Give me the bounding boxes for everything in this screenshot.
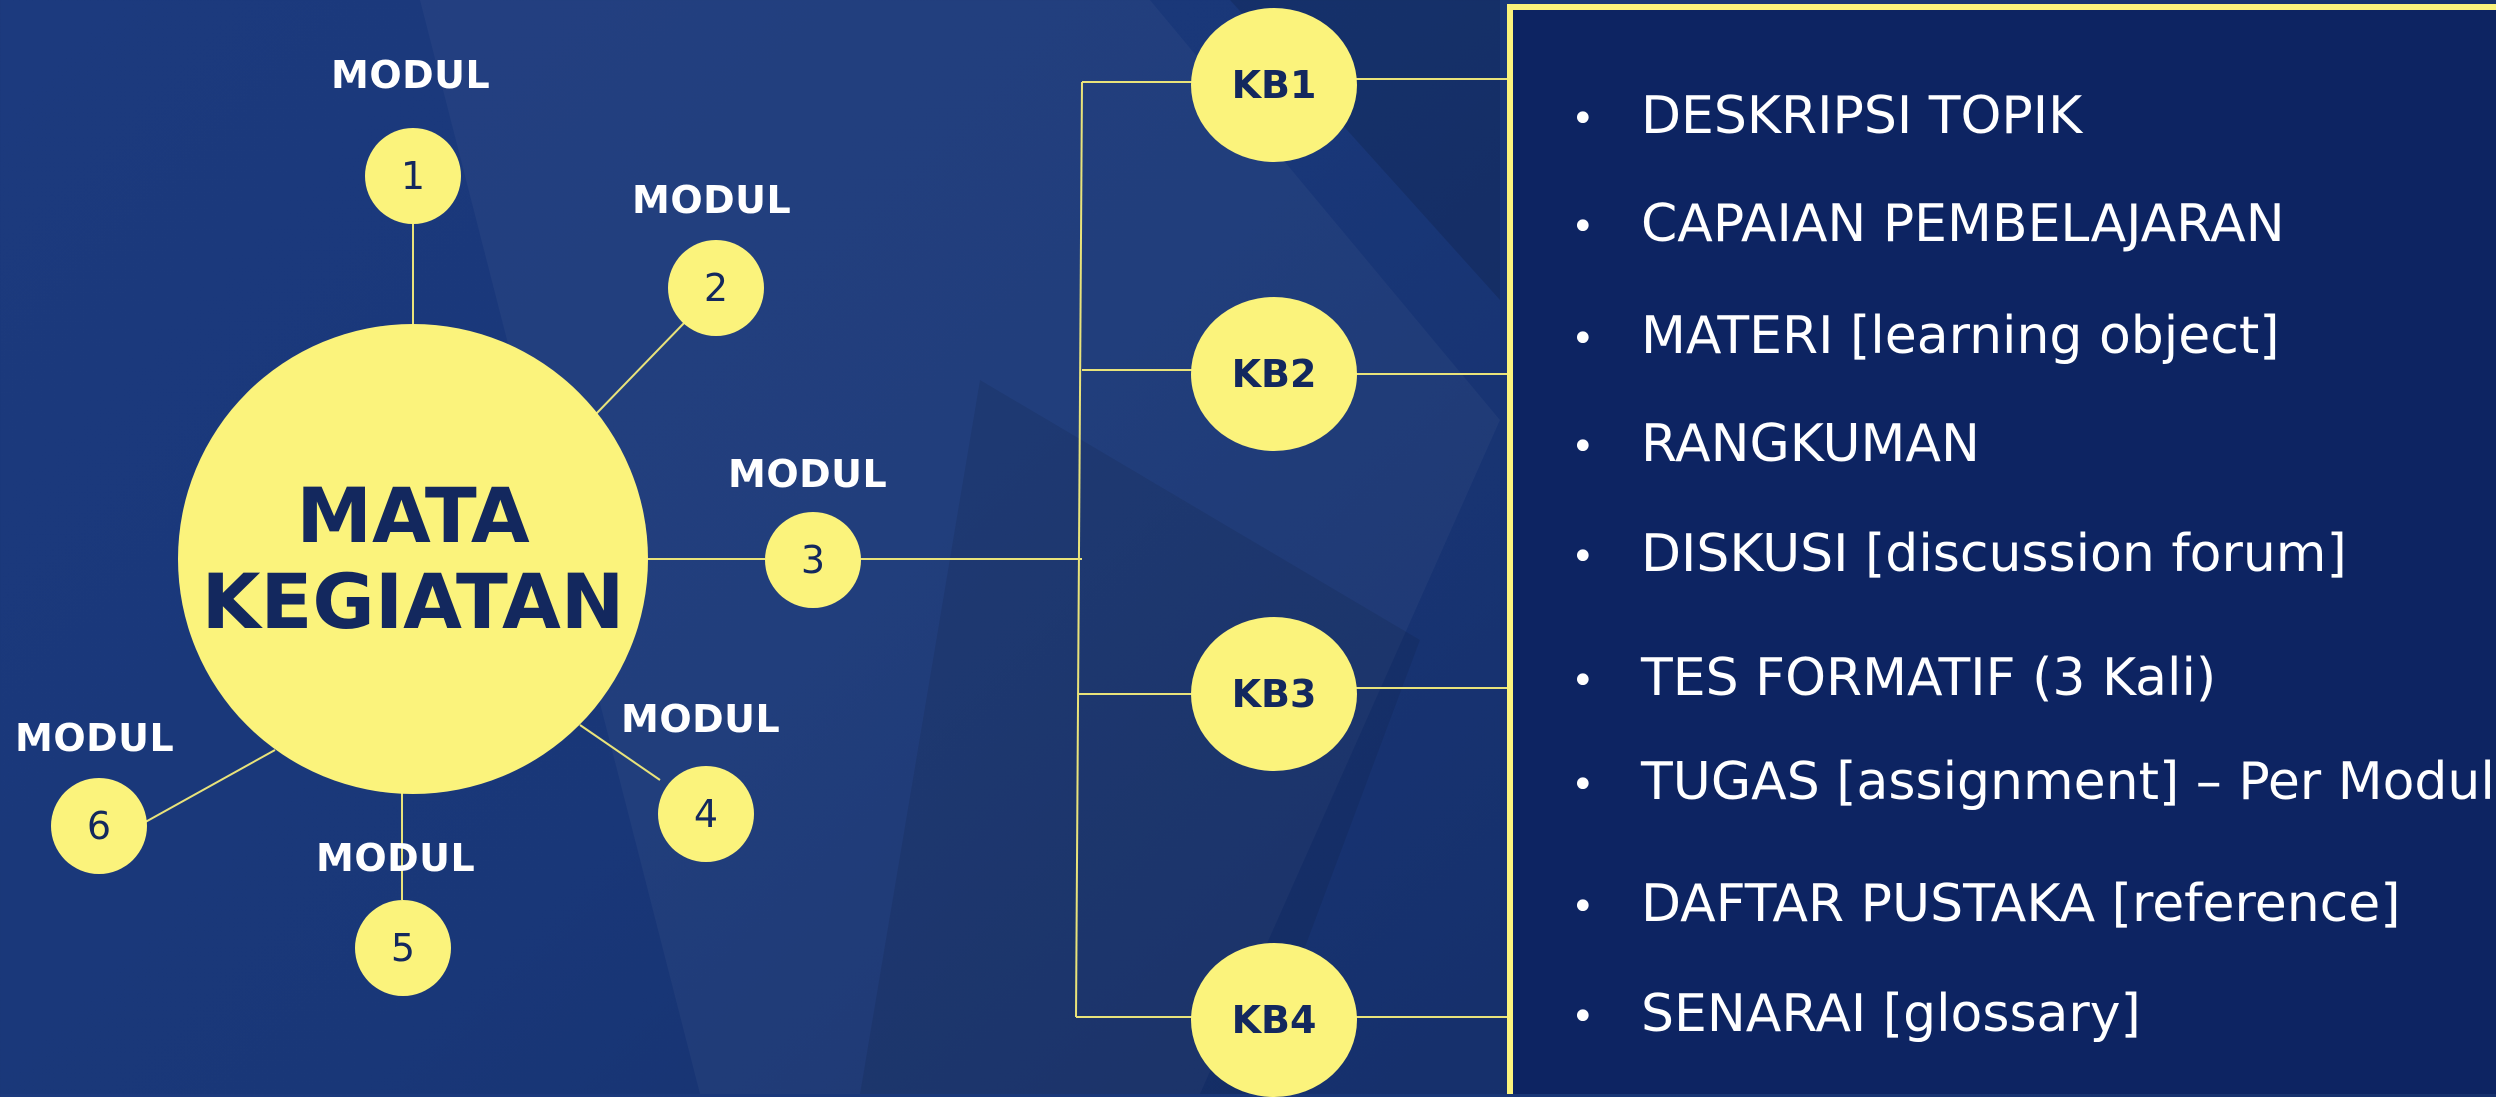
module-3-number: 3: [800, 538, 826, 582]
kb2-node[interactable]: KB2: [1191, 297, 1357, 451]
module-1-number: 1: [400, 154, 426, 198]
list-item: • MATERI [learning object]: [1571, 306, 2280, 366]
list-item-text: TUGAS [assignment] – Per Modul: [1641, 752, 2495, 812]
list-item: • TUGAS [assignment] – Per Modul: [1571, 752, 2495, 812]
module-5-label: MODUL: [316, 836, 476, 880]
list-item-text: SENARAI [glossary]: [1641, 984, 2141, 1044]
module-2-number: 2: [703, 266, 729, 310]
module-1-node[interactable]: 1: [365, 128, 461, 224]
list-item-text: DISKUSI [discussion forum]: [1641, 524, 2347, 584]
kb3-node[interactable]: KB3: [1191, 617, 1357, 771]
center-title-line1: MATA: [296, 471, 530, 560]
list-item-text: RANGKUMAN: [1641, 414, 1980, 474]
module-3-node[interactable]: 3: [765, 512, 861, 608]
list-item-text: DESKRIPSI TOPIK: [1641, 86, 2083, 146]
list-item-text: CAPAIAN PEMBELAJARAN: [1641, 194, 2285, 254]
bullet-icon: •: [1571, 884, 1595, 930]
module-4-label: MODUL: [621, 697, 781, 741]
kb2-label: KB2: [1231, 352, 1317, 396]
kb4-node[interactable]: KB4: [1191, 943, 1357, 1097]
module-2-label: MODUL: [632, 178, 792, 222]
kb4-label: KB4: [1231, 998, 1317, 1042]
module-1-label: MODUL: [331, 53, 491, 97]
bullet-icon: •: [1571, 316, 1595, 362]
list-item-text: DAFTAR PUSTAKA [reference]: [1641, 874, 2401, 934]
module-5-node[interactable]: 5: [355, 900, 451, 996]
bullet-icon: •: [1571, 994, 1595, 1040]
bullet-icon: •: [1571, 762, 1595, 808]
list-item-text: MATERI [learning object]: [1641, 306, 2280, 366]
bullet-icon: •: [1571, 96, 1595, 142]
list-item: • RANGKUMAN: [1571, 414, 1980, 474]
module-6-node[interactable]: 6: [51, 778, 147, 874]
list-item: • CAPAIAN PEMBELAJARAN: [1571, 194, 2285, 254]
module-6-number: 6: [86, 804, 112, 848]
list-item: • SENARAI [glossary]: [1571, 984, 2141, 1044]
bullet-icon: •: [1571, 534, 1595, 580]
bullet-icon: •: [1571, 658, 1595, 704]
kb-content-panel: • DESKRIPSI TOPIK • CAPAIAN PEMBELAJARAN •…: [1507, 4, 2496, 1094]
module-4-node[interactable]: 4: [658, 766, 754, 862]
module-6-label: MODUL: [15, 716, 175, 760]
list-item: • DESKRIPSI TOPIK: [1571, 86, 2082, 146]
list-item: • TES FORMATIF (3 Kali): [1571, 648, 2216, 708]
bullet-icon: •: [1571, 204, 1595, 250]
mata-kegiatan-node: MATA KEGIATAN: [178, 324, 648, 794]
module-2-node[interactable]: 2: [668, 240, 764, 336]
list-item-text: TES FORMATIF (3 Kali): [1641, 648, 2217, 708]
module-3-label: MODUL: [728, 452, 888, 496]
bullet-icon: •: [1571, 424, 1595, 470]
module-4-number: 4: [693, 792, 719, 836]
center-title-line2: KEGIATAN: [201, 557, 625, 646]
kb3-label: KB3: [1231, 672, 1317, 716]
kb1-node[interactable]: KB1: [1191, 8, 1357, 162]
module-5-number: 5: [390, 926, 416, 970]
list-item: • DAFTAR PUSTAKA [reference]: [1571, 874, 2401, 934]
kb1-label: KB1: [1231, 63, 1317, 107]
list-item: • DISKUSI [discussion forum]: [1571, 524, 2347, 584]
